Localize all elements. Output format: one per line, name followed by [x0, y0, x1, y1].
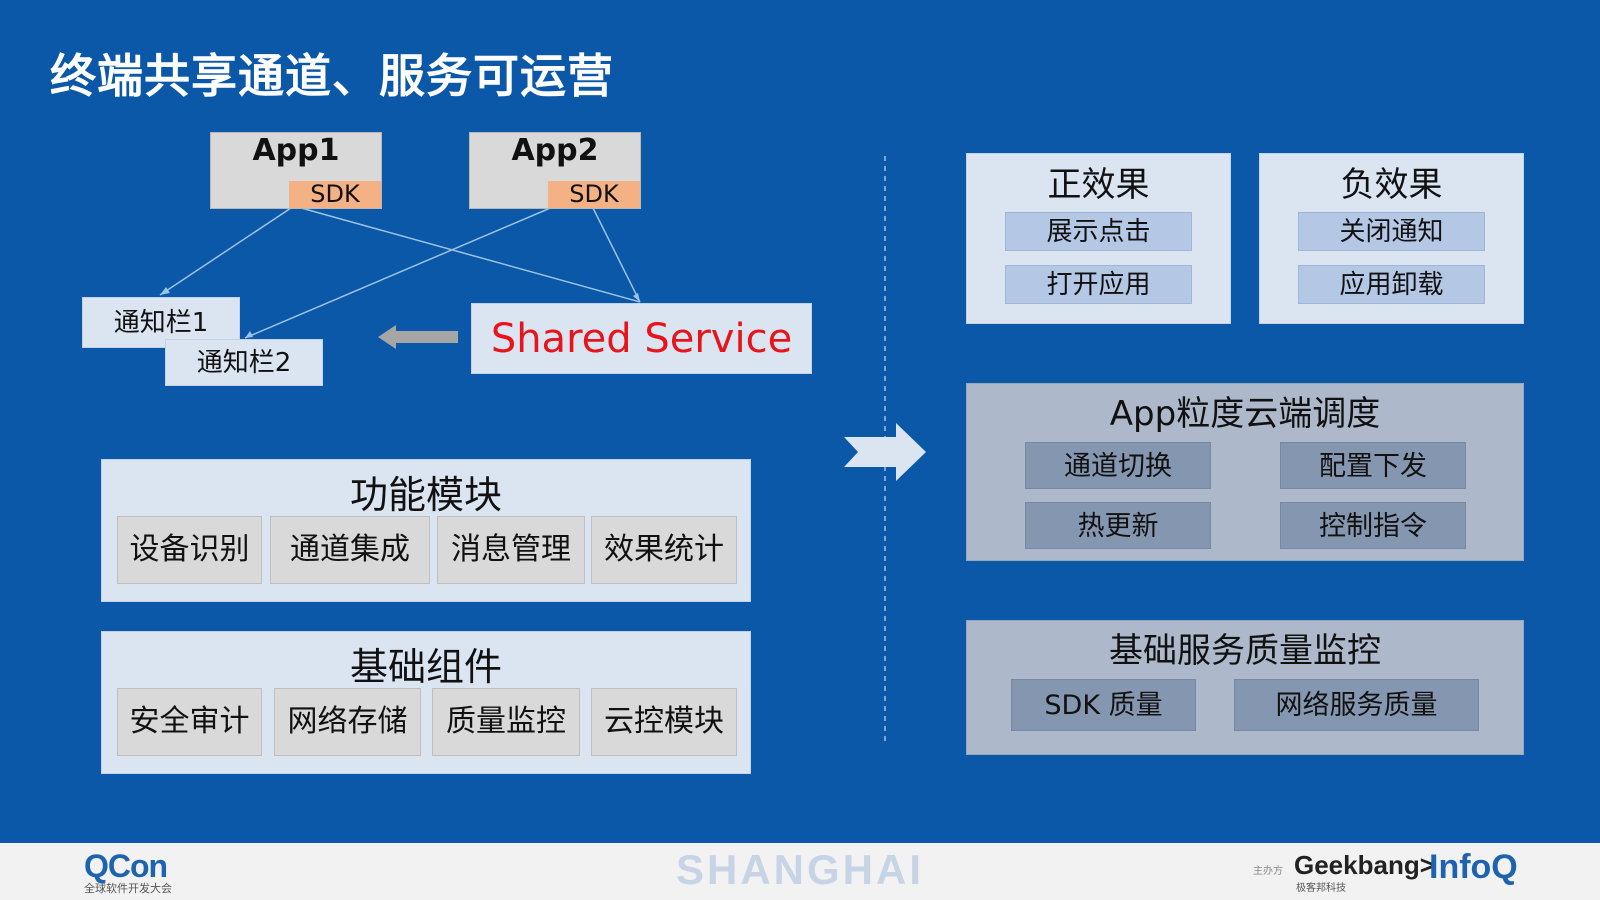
- scheduling-item: 热更新: [1025, 502, 1211, 549]
- negative-effect-item: 关闭通知: [1298, 212, 1485, 251]
- arrowhead-shared: [633, 293, 640, 302]
- positive-effect-panel: 正效果 展示点击 打开应用: [966, 153, 1231, 324]
- function-modules-panel: 功能模块 设备识别 通道集成 消息管理 效果统计: [101, 459, 751, 602]
- app2-box: App2 SDK: [469, 132, 641, 209]
- scheduling-item: 控制指令: [1280, 502, 1466, 549]
- slide-title: 终端共享通道、服务可运营: [50, 49, 614, 103]
- cloud-scheduling-title: App粒度云端调度: [1109, 394, 1381, 434]
- negative-effect-title: 负效果: [1340, 165, 1443, 205]
- host-label: 主办方: [1253, 866, 1283, 877]
- line-app2-notify2: [244, 205, 556, 339]
- module-item: 效果统计: [591, 516, 737, 584]
- monitoring-item: SDK 质量: [1011, 679, 1196, 731]
- line-app2-shared: [591, 205, 641, 303]
- qcon-subtitle: 全球软件开发大会: [84, 882, 172, 895]
- module-item: 消息管理: [437, 516, 585, 584]
- quality-monitoring-panel: 基础服务质量监控 SDK 质量 网络服务质量: [966, 620, 1524, 755]
- positive-effect-item: 打开应用: [1005, 265, 1192, 304]
- app2-sdk-label: SDK: [548, 181, 640, 208]
- arrowhead-notify2: [245, 331, 253, 338]
- monitoring-item: 网络服务质量: [1234, 679, 1479, 731]
- line-app1-shared: [293, 205, 641, 303]
- shared-service-box: Shared Service: [471, 303, 812, 374]
- line-app1-notify1: [159, 205, 295, 296]
- positive-effect-item: 展示点击: [1005, 212, 1192, 251]
- negative-effect-panel: 负效果 关闭通知 应用卸载: [1259, 153, 1524, 324]
- notification-bar-2: 通知栏2: [165, 339, 323, 386]
- component-item: 质量监控: [432, 688, 580, 756]
- base-components-title: 基础组件: [349, 645, 502, 689]
- geekbang-subtitle: 极客邦科技: [1296, 883, 1346, 894]
- component-item: 云控模块: [591, 688, 737, 756]
- qcon-logo: QCon: [84, 848, 168, 884]
- app2-name: App2: [511, 133, 599, 168]
- component-item: 网络存储: [274, 688, 421, 756]
- module-item: 通道集成: [270, 516, 430, 584]
- chevron-arrow-icon: [844, 423, 926, 481]
- component-item: 安全审计: [117, 688, 262, 756]
- app1-sdk-label: SDK: [289, 181, 381, 208]
- app1-name: App1: [252, 133, 340, 168]
- city-watermark: SHANGHAI: [675, 846, 924, 893]
- negative-effect-item: 应用卸载: [1298, 265, 1485, 304]
- app1-box: App1 SDK: [210, 132, 382, 209]
- scheduling-item: 通道切换: [1025, 442, 1211, 489]
- positive-effect-title: 正效果: [1047, 165, 1150, 205]
- quality-monitoring-title: 基础服务质量监控: [1109, 631, 1381, 671]
- left-arrow-icon: [378, 325, 458, 349]
- scheduling-item: 配置下发: [1280, 442, 1466, 489]
- cloud-scheduling-panel: App粒度云端调度 通道切换 配置下发 热更新 控制指令: [966, 383, 1524, 561]
- function-modules-title: 功能模块: [349, 473, 502, 517]
- footer-bar: [0, 843, 1600, 900]
- base-components-panel: 基础组件 安全审计 网络存储 质量监控 云控模块: [101, 631, 751, 774]
- arrowhead-notify1: [160, 287, 170, 295]
- infoq-logo: InfoQ: [1429, 848, 1518, 886]
- module-item: 设备识别: [117, 516, 262, 584]
- geekbang-logo: Geekbang>: [1294, 850, 1435, 880]
